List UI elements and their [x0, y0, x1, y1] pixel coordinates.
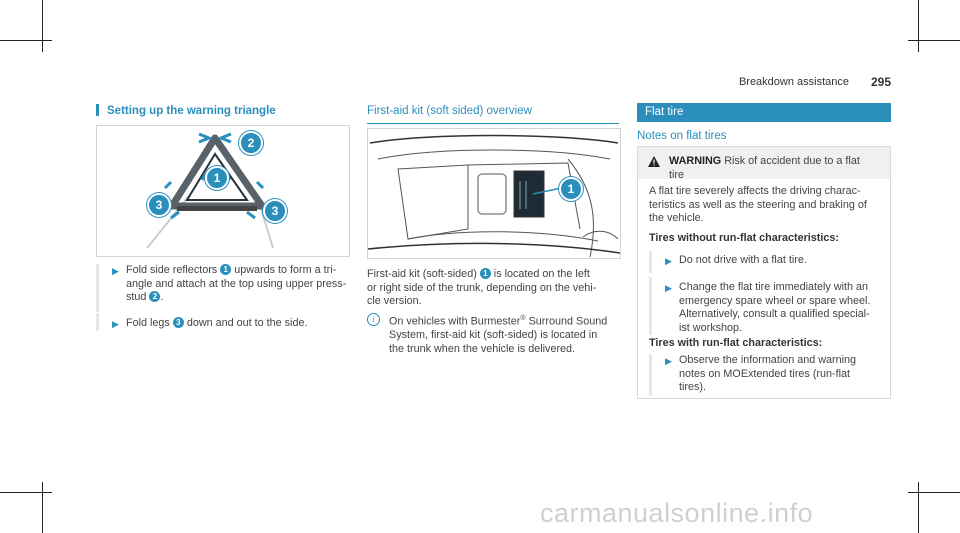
body-line: A flat tire severely affects the driving…	[649, 185, 861, 197]
warning-header	[638, 147, 890, 179]
subsection-heading: Notes on flat tires	[637, 130, 727, 142]
crop-mark	[918, 482, 919, 533]
bullet-do-not-drive: ▶ Do not drive with a flat tire.	[665, 254, 885, 269]
col3-subheading: Notes on flat tires	[637, 126, 891, 148]
note-part: Surround Sound	[525, 315, 608, 328]
heading-without-runflat: Tires without run-flat characteristics:	[649, 232, 839, 244]
warning-text: WARNING Risk of accident due to a flat t…	[669, 155, 884, 182]
warning-text-part: Risk of accident due to a flat	[724, 155, 860, 167]
bullet-line: Alternatively, consult a qualified speci…	[679, 308, 870, 320]
step-text-part: stud	[126, 291, 147, 303]
heading-with-runflat: Tires with run-flat characteristics:	[649, 337, 823, 349]
bullet-arrow-icon: ▶	[665, 256, 672, 266]
first-aid-paragraph: First-aid kit (soft-sided) 1 is located …	[367, 268, 623, 309]
figure-callout-3-right: 3	[263, 199, 287, 223]
crop-mark	[42, 482, 43, 533]
bullet-line: tires).	[679, 381, 706, 393]
banner-title: Flat tire	[645, 106, 684, 118]
trunk-figure: 1	[367, 128, 621, 259]
step-bar	[649, 354, 652, 396]
step-bar	[649, 277, 652, 335]
warning-text-part: tire	[669, 168, 684, 181]
warning-triangle-figure: 1 2 3 3	[96, 125, 350, 257]
paragraph-part: First-aid kit (soft-sided)	[367, 268, 477, 280]
info-icon: i	[367, 313, 380, 326]
paragraph-part: is located on the left	[493, 268, 590, 280]
note-part: On vehicles with Burmester	[389, 315, 521, 328]
inline-callout: 3	[172, 317, 184, 328]
step-text-part: angle and attach at the top using upper …	[126, 277, 347, 290]
col2-heading: First-aid kit (soft sided) overview	[367, 101, 619, 124]
bullet-text: Do not drive with a flat tire.	[679, 254, 807, 266]
paragraph-part: cle version.	[367, 295, 422, 307]
step-text-part: Fold legs	[126, 317, 170, 329]
bullet-arrow-icon: ▶	[665, 356, 672, 366]
note-part: System, first-aid kit (soft-sided) is lo…	[389, 329, 598, 342]
trunk-illustration	[367, 134, 621, 258]
step-bar	[96, 264, 99, 312]
info-note-text: On vehicles with Burmester® Surround Sou…	[389, 312, 607, 356]
step-bar	[96, 313, 99, 331]
section-heading: First-aid kit (soft sided) overview	[367, 105, 532, 117]
bullet-line: ist workshop.	[679, 321, 743, 334]
info-note: i On vehicles with Burmester® Surround S…	[367, 312, 623, 356]
step-text: Fold legs 3 down and out to the side.	[126, 317, 307, 332]
inline-callout: 1	[479, 268, 491, 279]
paragraph-part: or right side of the trunk, depending on…	[367, 281, 597, 294]
crop-mark	[918, 0, 919, 52]
step-fold-reflectors: ▶ Fold side reflectors 1 upwards to form…	[112, 264, 352, 305]
bullet-line: emergency spare wheel or spare wheel.	[679, 294, 871, 307]
page-number: 295	[870, 75, 891, 89]
body-line: teristics as well as the steering and br…	[649, 198, 867, 211]
step-fold-legs: ▶ Fold legs 3 down and out to the side.	[112, 317, 352, 332]
note-part: the trunk when the vehicle is delivered.	[389, 342, 576, 355]
figure-callout-2: 2	[239, 131, 263, 155]
bullet-line: Observe the information and warning	[679, 354, 857, 366]
bullet-line: Change the flat tire immediately with an	[679, 281, 869, 293]
step-bar	[649, 251, 652, 273]
step-text-part: down and out to the side.	[186, 317, 308, 329]
col1-heading: Setting up the warning triangle	[96, 101, 348, 119]
crop-mark	[908, 492, 960, 493]
step-text: Fold side reflectors 1 upwards to form a…	[126, 264, 346, 305]
bullet-arrow-icon: ▶	[112, 266, 119, 276]
warning-triangle-icon	[648, 156, 660, 167]
crop-mark	[42, 0, 43, 52]
inline-callout: 2	[149, 291, 161, 302]
figure-callout-3-left: 3	[147, 193, 171, 217]
warning-body: A flat tire severely affects the driving…	[649, 185, 889, 226]
figure-callout-1: 1	[205, 166, 229, 190]
step-text-part: .	[160, 291, 164, 303]
warning-triangle-illustration	[146, 132, 274, 249]
flat-tire-banner: Flat tire	[637, 103, 891, 122]
bullet-line: notes on MOExtended tires (run-flat	[679, 367, 851, 380]
step-text-part: Fold side reflectors	[126, 264, 218, 276]
bullet-text: Change the flat tire immediately with an…	[679, 281, 870, 335]
section-title: Breakdown assistance	[738, 76, 849, 88]
body-line: the vehicle.	[649, 212, 704, 224]
inline-callout: 1	[220, 264, 232, 275]
step-text-part: upwards to form a tri-	[234, 264, 337, 276]
warning-label: WARNING	[669, 155, 722, 167]
section-heading: Setting up the warning triangle	[107, 105, 276, 117]
bullet-arrow-icon: ▶	[112, 319, 119, 329]
bullet-observe: ▶ Observe the information and warning no…	[665, 354, 887, 395]
warning-box: WARNING Risk of accident due to a flat t…	[637, 146, 891, 399]
crop-mark	[908, 40, 960, 41]
bullet-change-tire: ▶ Change the flat tire immediately with …	[665, 281, 887, 335]
bullet-text: Observe the information and warning note…	[679, 354, 856, 395]
crop-mark	[0, 40, 52, 41]
bullet-arrow-icon: ▶	[665, 283, 672, 293]
crop-mark	[0, 492, 52, 493]
figure-callout-1: 1	[559, 177, 583, 201]
watermark: carmanualsonline.info	[540, 498, 814, 528]
heading-marker	[96, 104, 99, 116]
registered-mark: ®	[520, 315, 526, 322]
